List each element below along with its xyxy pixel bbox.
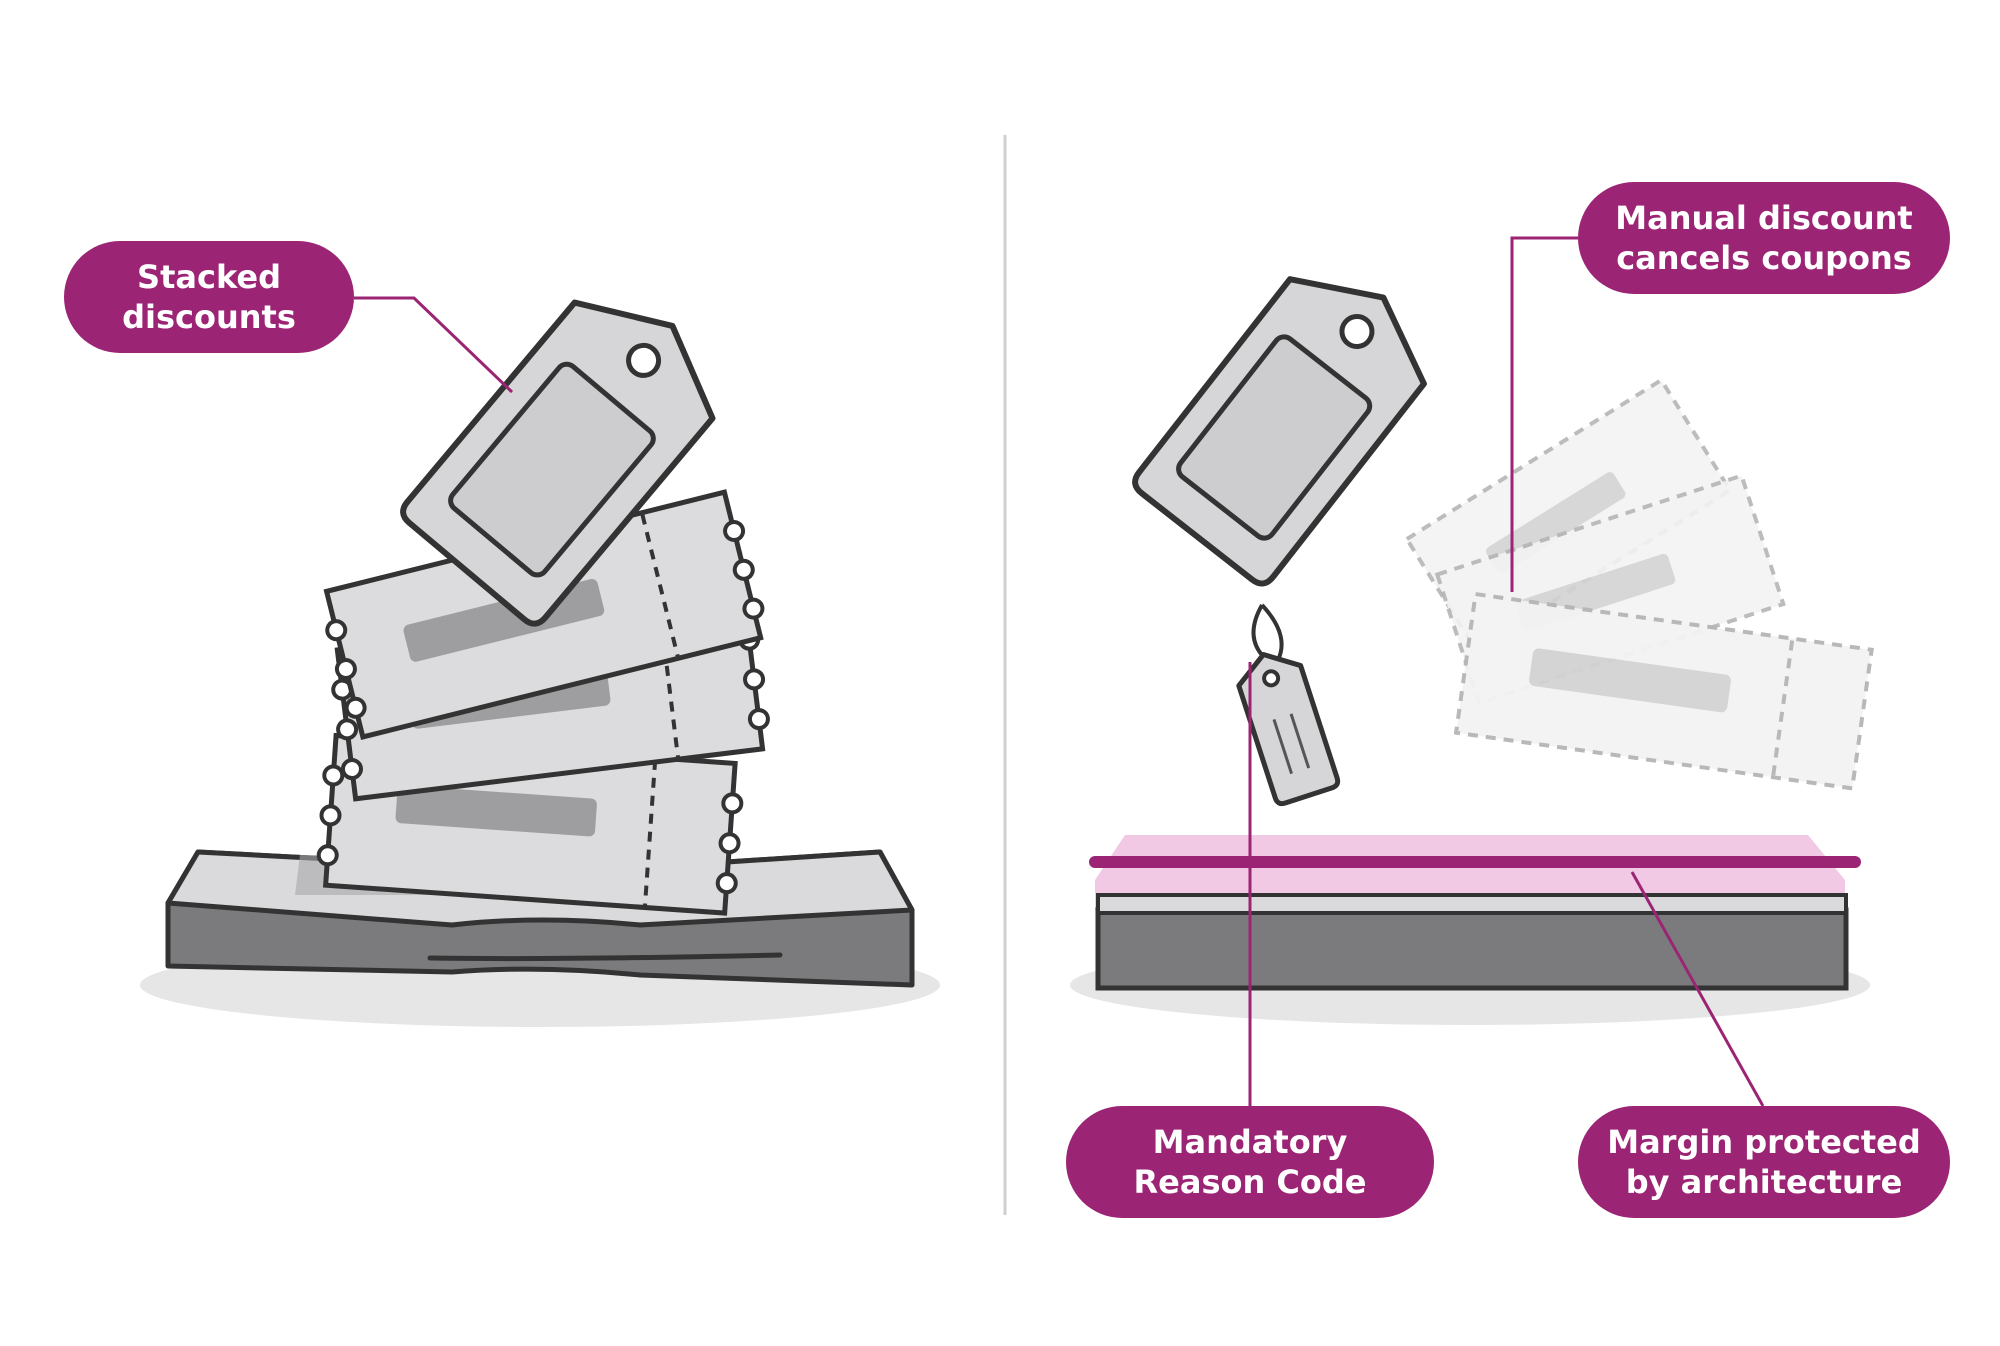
reason-code-tag-icon xyxy=(1236,603,1341,807)
stacked-connector xyxy=(354,296,514,394)
stacked-discounts-label: Stacked discounts xyxy=(64,241,354,353)
cancelled-coupon-icon xyxy=(1453,591,1874,791)
stacked-discounts-line-1: Stacked xyxy=(137,258,281,296)
stacked-discounts-line-2: discounts xyxy=(122,298,296,336)
reason-code-line-1: Mandatory xyxy=(1152,1123,1348,1161)
flat-base-icon xyxy=(1095,893,1849,991)
manual-discount-label: Manual discount cancels coupons xyxy=(1578,182,1950,294)
price-tag-icon xyxy=(1132,276,1427,587)
price-tag-icon xyxy=(400,299,716,627)
margin-shield xyxy=(1095,835,1845,910)
reason-code-line-2: Reason Code xyxy=(1133,1163,1367,1201)
right-panel-protected xyxy=(1070,236,1874,1107)
mandatory-reason-code-label: Mandatory Reason Code xyxy=(1066,1106,1434,1218)
margin-protected-label: Margin protected by architecture xyxy=(1578,1106,1950,1218)
left-panel-stacked xyxy=(140,296,940,1027)
manual-discount-connector xyxy=(1510,236,1578,592)
manual-discount-line-1: Manual discount xyxy=(1615,199,1913,237)
margin-protected-line-2: by architecture xyxy=(1625,1163,1903,1201)
margin-connector xyxy=(1630,871,1765,1107)
margin-protected-line-1: Margin protected xyxy=(1607,1123,1921,1161)
manual-discount-line-2: cancels coupons xyxy=(1616,239,1912,277)
